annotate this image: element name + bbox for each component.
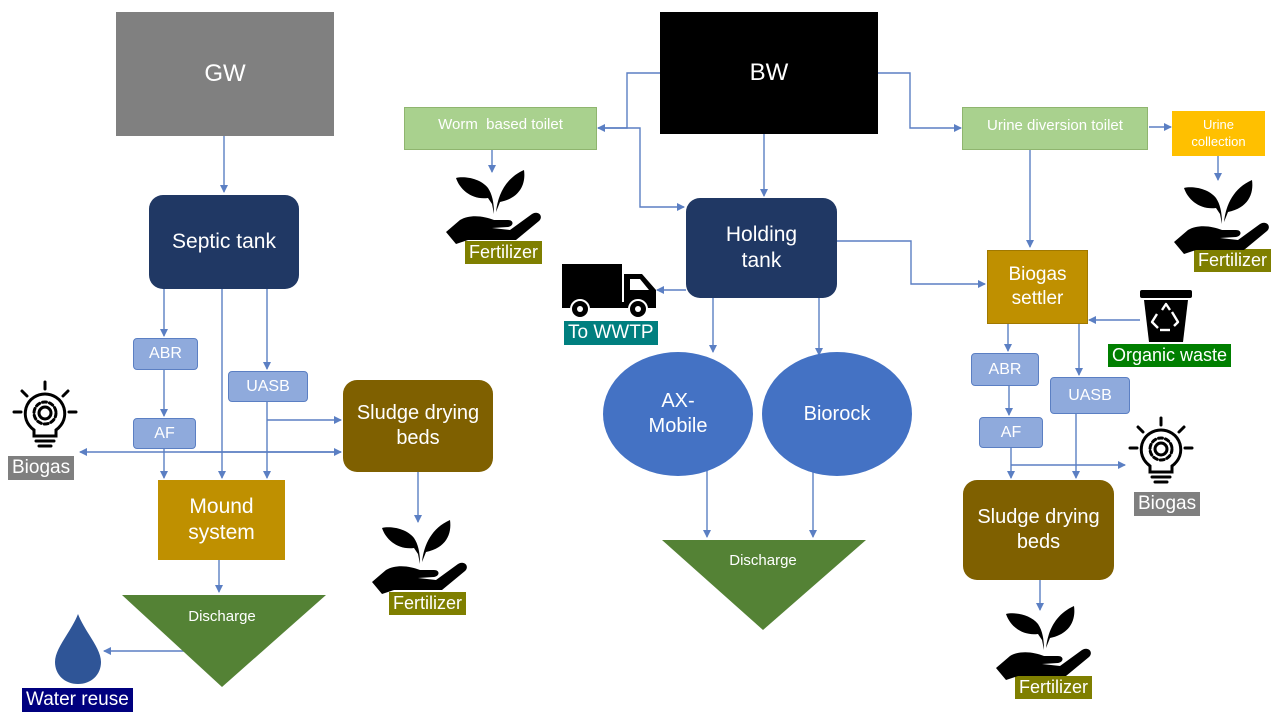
fertilizer-tag-3: Fertilizer	[389, 592, 467, 615]
fertilizer-tag-1: Fertilizer	[465, 241, 543, 264]
biogas-settler-node: Biogas settler	[987, 250, 1088, 324]
af-left-node: AF	[133, 418, 196, 449]
ax-mobile-node: AX-Mobile	[648, 390, 708, 437]
biogas-tag-left: Biogas	[8, 456, 75, 480]
organic-waste-tag: Organic waste	[1108, 344, 1232, 367]
discharge-left-label: Discharge	[188, 608, 256, 625]
gw-node: GW	[116, 12, 334, 136]
holding-tank-node: Holding tank	[686, 198, 837, 298]
to-wwtp-tag: To WWTP	[564, 321, 658, 345]
biorock-shape	[762, 352, 912, 476]
edge-holding-settler	[837, 240, 986, 288]
recycle-bin-icon	[1140, 290, 1192, 342]
plant-hand-icon	[1174, 180, 1269, 254]
uasb-left-node: UASB	[228, 371, 308, 402]
light-bulb-gear-icon	[1128, 416, 1194, 484]
af-right-node: AF	[979, 417, 1043, 448]
fertilizer-tag-2: Fertilizer	[1194, 249, 1272, 272]
sludge-right-node: Sludge drying beds	[963, 480, 1114, 580]
plant-hand-icon	[372, 520, 467, 594]
light-bulb-gear-icon	[12, 380, 78, 448]
septic-tank-node: Septic tank	[149, 195, 299, 289]
biorock-node: Biorock	[803, 402, 871, 425]
urine-collection-node: Urine collection	[1172, 111, 1265, 156]
worm-toilet-node: Worm based toilet	[404, 107, 597, 150]
truck-icon	[562, 264, 656, 319]
abr-left-node: ABR	[133, 338, 198, 370]
ax-mobile-shape	[603, 352, 753, 476]
mound-system-node: Mound system	[158, 480, 285, 560]
uasb-right-node: UASB	[1050, 377, 1130, 414]
plant-hand-icon	[446, 170, 541, 244]
sludge-left-node: Sludge drying beds	[343, 380, 493, 472]
edge-bw-urine	[878, 72, 962, 132]
biogas-tag-right: Biogas	[1134, 492, 1201, 516]
discharge-center-shape	[662, 540, 866, 630]
water-drop-icon	[55, 614, 101, 684]
discharge-center-label: Discharge	[729, 552, 797, 569]
bw-node: BW	[660, 12, 878, 134]
edge-worm-holding	[598, 127, 685, 211]
abr-right-node: ABR	[971, 353, 1039, 386]
urine-toilet-node: Urine diversion toilet	[962, 107, 1148, 150]
discharge-left-shape	[122, 595, 326, 687]
water-reuse-tag: Water reuse	[22, 688, 133, 712]
fertilizer-tag-4: Fertilizer	[1015, 676, 1093, 699]
edge-bw-worm	[597, 72, 660, 132]
plant-hand-icon	[996, 606, 1091, 680]
